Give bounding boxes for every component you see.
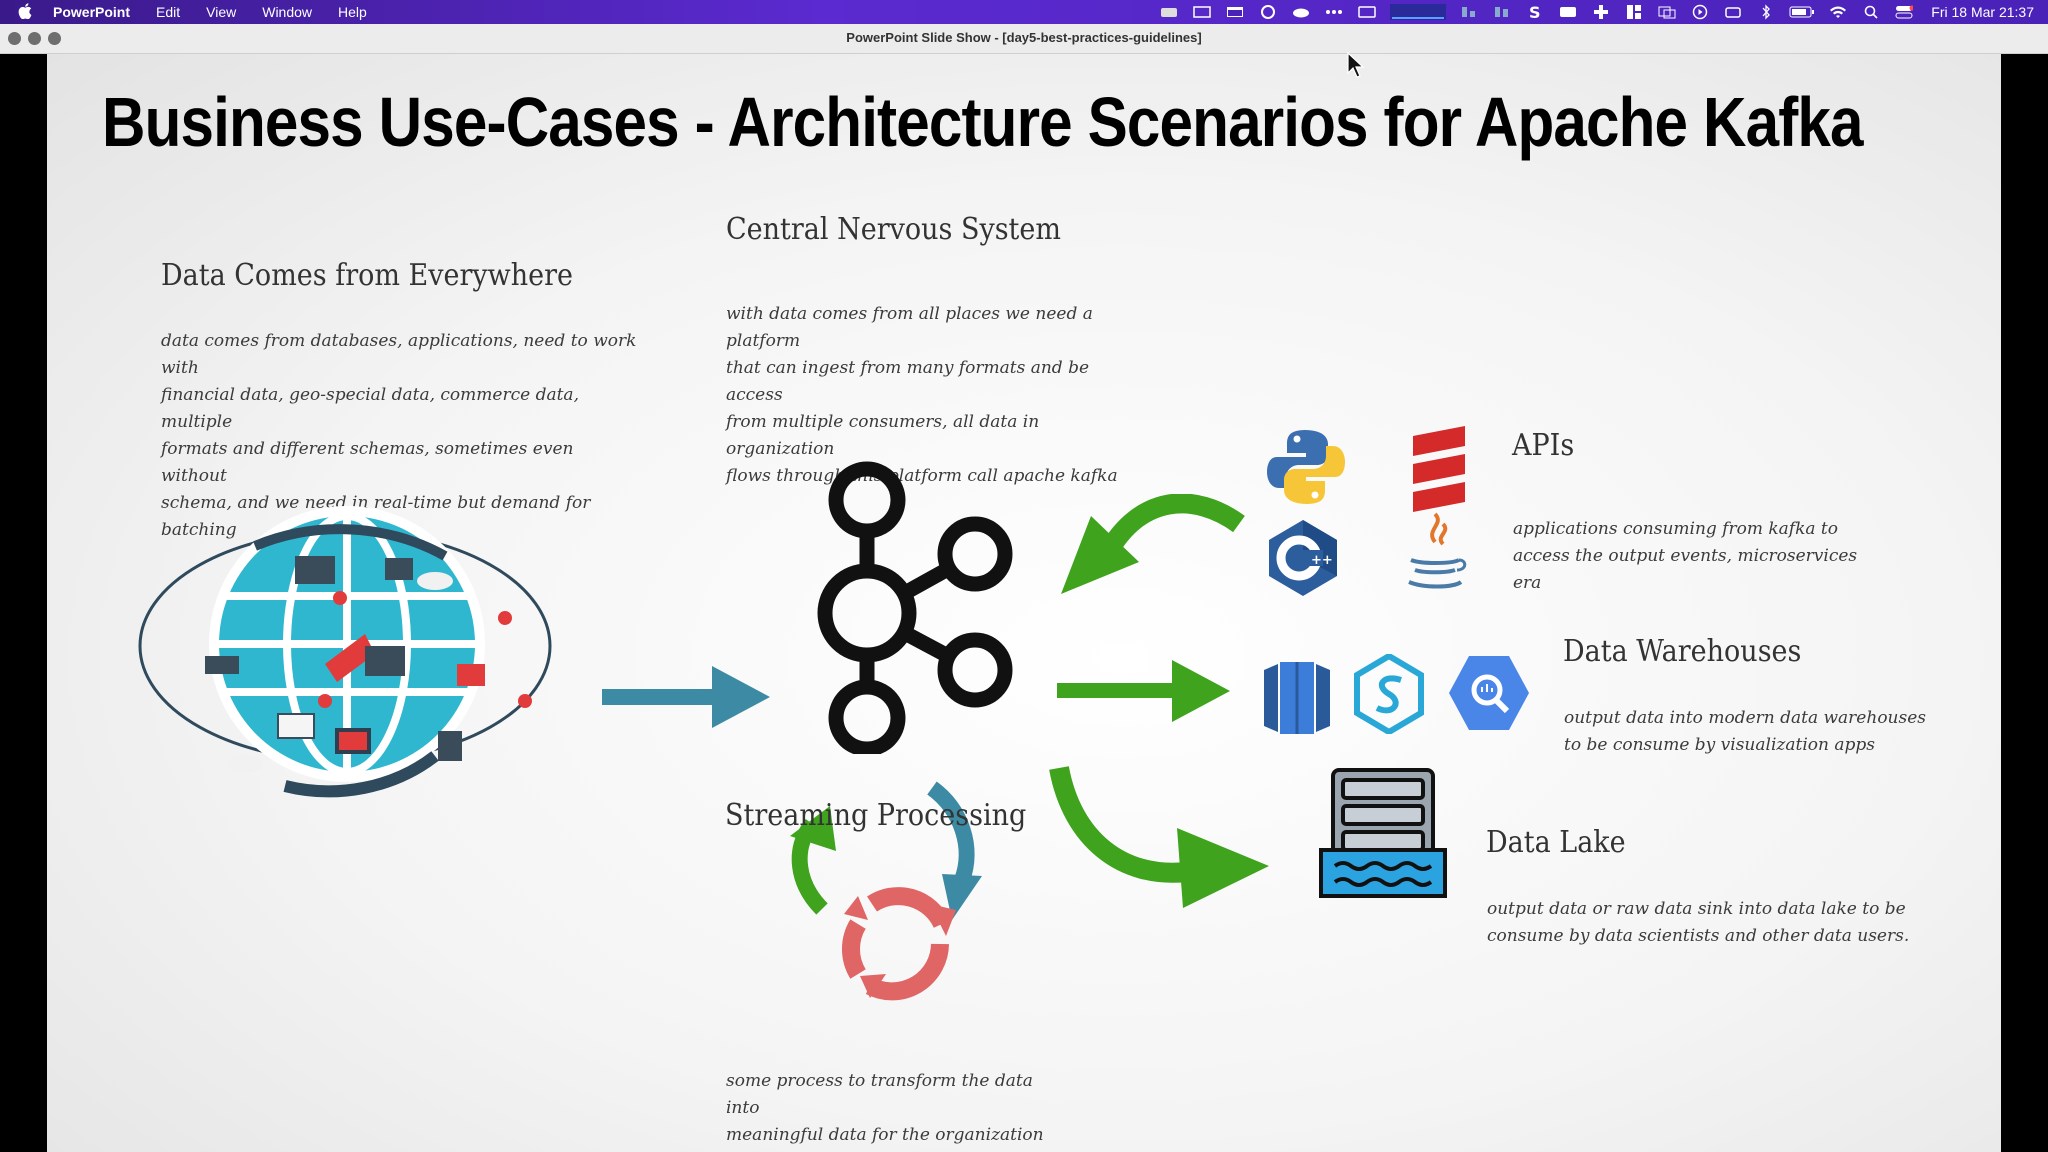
- tray-s-icon[interactable]: S: [1525, 4, 1545, 20]
- text-line: schema, and we need in real-time but dem…: [161, 493, 591, 540]
- mouse-cursor-icon: [1347, 52, 1365, 78]
- tray-window-icon[interactable]: [1225, 5, 1245, 19]
- window-title-bar: PowerPoint Slide Show - [day5-best-pract…: [0, 24, 2048, 54]
- menu-clock[interactable]: Fri 18 Mar 21:37: [1931, 4, 2034, 20]
- datalake-server-icon: [1319, 768, 1447, 898]
- text-line: formats and different schemas, sometimes…: [161, 439, 574, 486]
- letterbox-right: [2001, 54, 2048, 1152]
- svg-text:++: ++: [1311, 553, 1333, 568]
- tray-search-icon[interactable]: [1861, 5, 1881, 19]
- tray-more-icon[interactable]: [1324, 5, 1344, 19]
- tray-play-icon[interactable]: [1690, 4, 1710, 20]
- tray-mirror-icon[interactable]: [1723, 5, 1743, 19]
- arrow-to-warehouses-icon: [1057, 660, 1230, 722]
- menu-edit[interactable]: Edit: [156, 4, 181, 20]
- tray-plus-icon[interactable]: [1591, 5, 1611, 19]
- text-line: from multiple consumers, all data in org…: [726, 412, 1040, 459]
- tray-bluetooth-icon[interactable]: [1756, 4, 1776, 20]
- tray-layout-icon[interactable]: [1624, 5, 1644, 19]
- kafka-logo-icon: [817, 461, 1013, 754]
- bigquery-icon: [1449, 656, 1529, 730]
- text-data-everywhere: data comes from databases, applications,…: [161, 328, 641, 544]
- text-apis: applications consuming from kafka to acc…: [1513, 516, 1873, 597]
- globe-icon: [138, 506, 552, 798]
- heading-data-lake: Data Lake: [1486, 825, 1626, 860]
- redshift-icon: [1264, 662, 1330, 734]
- python-icon: [1267, 430, 1345, 504]
- text-data-warehouses: output data into modern data warehouses …: [1564, 705, 1954, 759]
- slide-title: Business Use-Cases - Architecture Scenar…: [102, 83, 1864, 161]
- synapse-icon: [1354, 654, 1424, 734]
- text-line: flows through this platform call apache …: [726, 466, 1118, 486]
- menu-app-name[interactable]: PowerPoint: [53, 4, 131, 20]
- tray-cloud-icon[interactable]: [1291, 5, 1311, 19]
- streaming-cycle-arrows-icon: [790, 781, 982, 1001]
- tray-screen-icon[interactable]: [1192, 5, 1212, 19]
- text-line: meaningful data for the organization: [726, 1125, 1044, 1145]
- arrow-to-datalake-icon: [1049, 766, 1269, 908]
- tray-mem-icon[interactable]: [1492, 5, 1512, 19]
- letterbox-left: [0, 54, 47, 1152]
- text-line: some process to transform the data into: [726, 1071, 1033, 1118]
- tray-display-icon[interactable]: [1357, 5, 1377, 19]
- text-line: financial data, geo-special data, commer…: [161, 385, 579, 432]
- text-data-lake: output data or raw data sink into data l…: [1487, 896, 1927, 950]
- menu-window[interactable]: Window: [262, 4, 313, 20]
- tray-translate-icon[interactable]: [1657, 5, 1677, 19]
- java-icon: [1408, 512, 1467, 589]
- slide-canvas[interactable]: Business Use-Cases - Architecture Scenar…: [47, 54, 2001, 1152]
- menu-view[interactable]: View: [206, 4, 237, 20]
- heading-data-everywhere: Data Comes from Everywhere: [161, 258, 574, 293]
- close-window-button[interactable]: [8, 32, 21, 45]
- scala-icon: [1413, 426, 1465, 512]
- text-line: consume by data scientists and other dat…: [1487, 926, 1910, 946]
- zoom-window-button[interactable]: [48, 32, 61, 45]
- menu-help[interactable]: Help: [338, 4, 367, 20]
- menu-bar: PowerPoint Edit View Window Help S Fri 1…: [0, 0, 2048, 24]
- heading-streaming-processing: Streaming Processing: [725, 798, 1027, 833]
- arrow-to-apis-icon: [1061, 494, 1245, 594]
- text-line: data comes from databases, applications,…: [161, 331, 637, 378]
- status-tray: S Fri 18 Mar 21:37: [1159, 0, 2034, 24]
- text-line: with data comes from all places we need …: [726, 304, 1093, 351]
- cpp-icon: ++: [1269, 520, 1337, 596]
- tray-control-center-icon[interactable]: [1894, 5, 1914, 19]
- tray-app-icon[interactable]: [1159, 5, 1179, 19]
- tray-share-icon[interactable]: [1558, 5, 1578, 19]
- window-title: PowerPoint Slide Show - [day5-best-pract…: [846, 30, 1202, 45]
- heading-data-warehouses: Data Warehouses: [1563, 634, 1802, 669]
- tray-wifi-icon[interactable]: [1828, 5, 1848, 19]
- text-line: access the output events, microservices …: [1513, 546, 1858, 593]
- text-line: output data or raw data sink into data l…: [1487, 899, 1906, 919]
- tray-grammarly-icon[interactable]: [1258, 5, 1278, 19]
- text-line: applications consuming from kafka to: [1513, 519, 1838, 539]
- text-line: that can ingest from many formats and be…: [726, 358, 1090, 405]
- arrow-into-kafka-icon: [602, 666, 770, 728]
- text-line: to be consume by visualization apps: [1564, 735, 1875, 755]
- text-central-nervous-system: with data comes from all places we need …: [726, 301, 1136, 490]
- tray-battery-icon[interactable]: [1789, 5, 1815, 19]
- svg-text:S: S: [1529, 4, 1541, 20]
- heading-central-nervous-system: Central Nervous System: [726, 212, 1061, 247]
- heading-apis: APIs: [1512, 428, 1575, 463]
- minimize-window-button[interactable]: [28, 32, 41, 45]
- tray-cpu-icon[interactable]: [1459, 5, 1479, 19]
- tray-graph-icon[interactable]: [1390, 4, 1447, 20]
- refresh-cycle-icon: [841, 887, 956, 1001]
- text-streaming-processing: some process to transform the data into …: [726, 1068, 1056, 1149]
- apple-icon[interactable]: [18, 3, 32, 19]
- text-line: output data into modern data warehouses: [1564, 708, 1927, 728]
